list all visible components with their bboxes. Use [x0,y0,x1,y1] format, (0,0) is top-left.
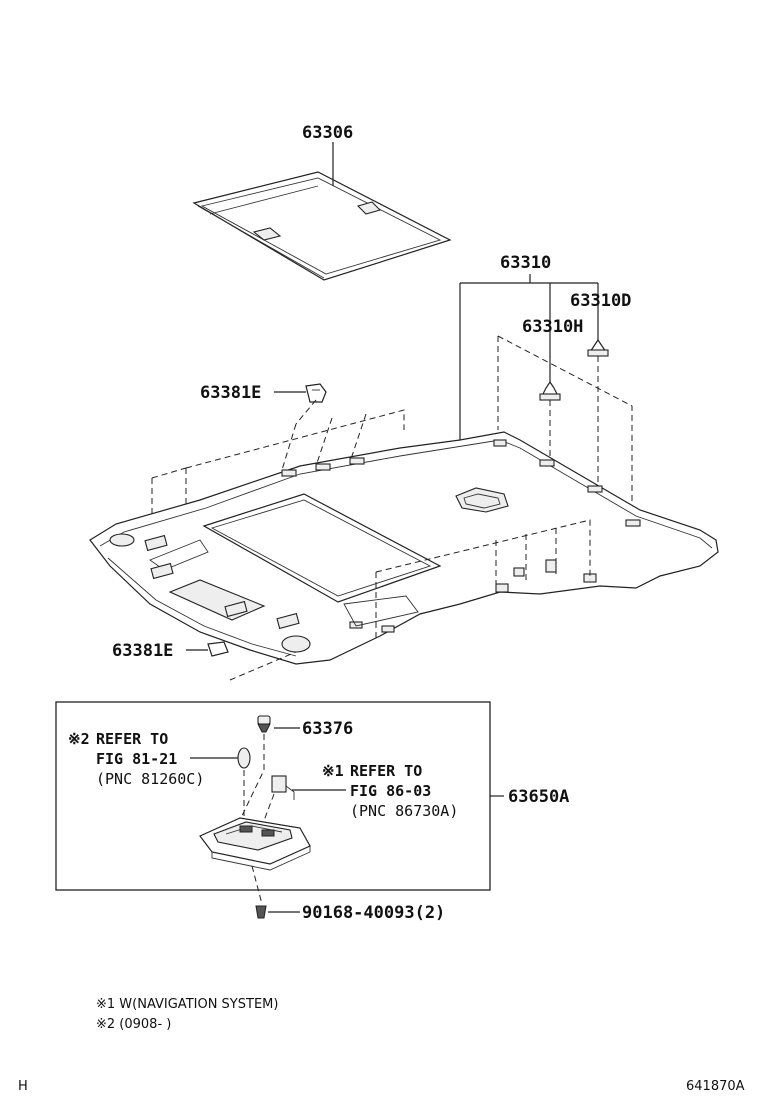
ref2-line1: REFER TO [96,730,168,748]
ref1-line1: REFER TO [350,762,422,780]
map-lamp-assembly [199,817,311,871]
label-63381E-bottom: 63381E [112,641,173,661]
label-63310H: 63310H [522,317,583,337]
guide-dashed-lower [375,519,591,640]
footer-right: 641870A [686,1079,745,1094]
ref2-line3: (PNC 81260C) [96,770,204,788]
screw-90168 [255,905,267,919]
note-1: ※1 W(NAVIGATION SYSTEM) [96,997,278,1012]
leader-63310 [459,274,599,440]
label-63310D: 63310D [570,291,631,311]
label-63310: 63310 [500,253,551,273]
connector-ref1 [271,775,295,800]
ref2-mark: ※2 [68,730,90,748]
guide-dashed-screw [251,865,263,905]
ref2-line2: FIG 81-21 [96,750,177,768]
label-63306: 63306 [302,123,353,143]
note-2: ※2 (0908- ) [96,1017,171,1032]
guide-dashed-left [151,399,405,520]
clip-63310D [587,338,609,357]
clip-63310H [539,380,561,401]
sunshade-63306 [192,171,452,281]
label-63381E-top: 63381E [200,383,261,403]
guide-dashed-right [497,335,633,520]
clip-63376 [257,715,271,733]
headliner-63310 [89,431,719,665]
label-63650A: 63650A [508,787,569,807]
label-63376: 63376 [302,719,353,739]
ref1-mark: ※1 [322,762,344,780]
ref1-line3: (PNC 86730A) [350,802,458,820]
guide-dashed-connector [261,793,275,827]
bulb-ref2 [237,747,251,769]
footer-left: H [18,1079,28,1094]
clip-63381E-bottom [207,641,229,657]
label-screw: 90168-40093(2) [302,903,445,923]
guide-dashed-63376 [239,734,265,821]
ref1-line2: FIG 86-03 [350,782,431,800]
clip-63381E-top [305,383,327,403]
guide-dashed-clip-bottom [229,651,297,681]
